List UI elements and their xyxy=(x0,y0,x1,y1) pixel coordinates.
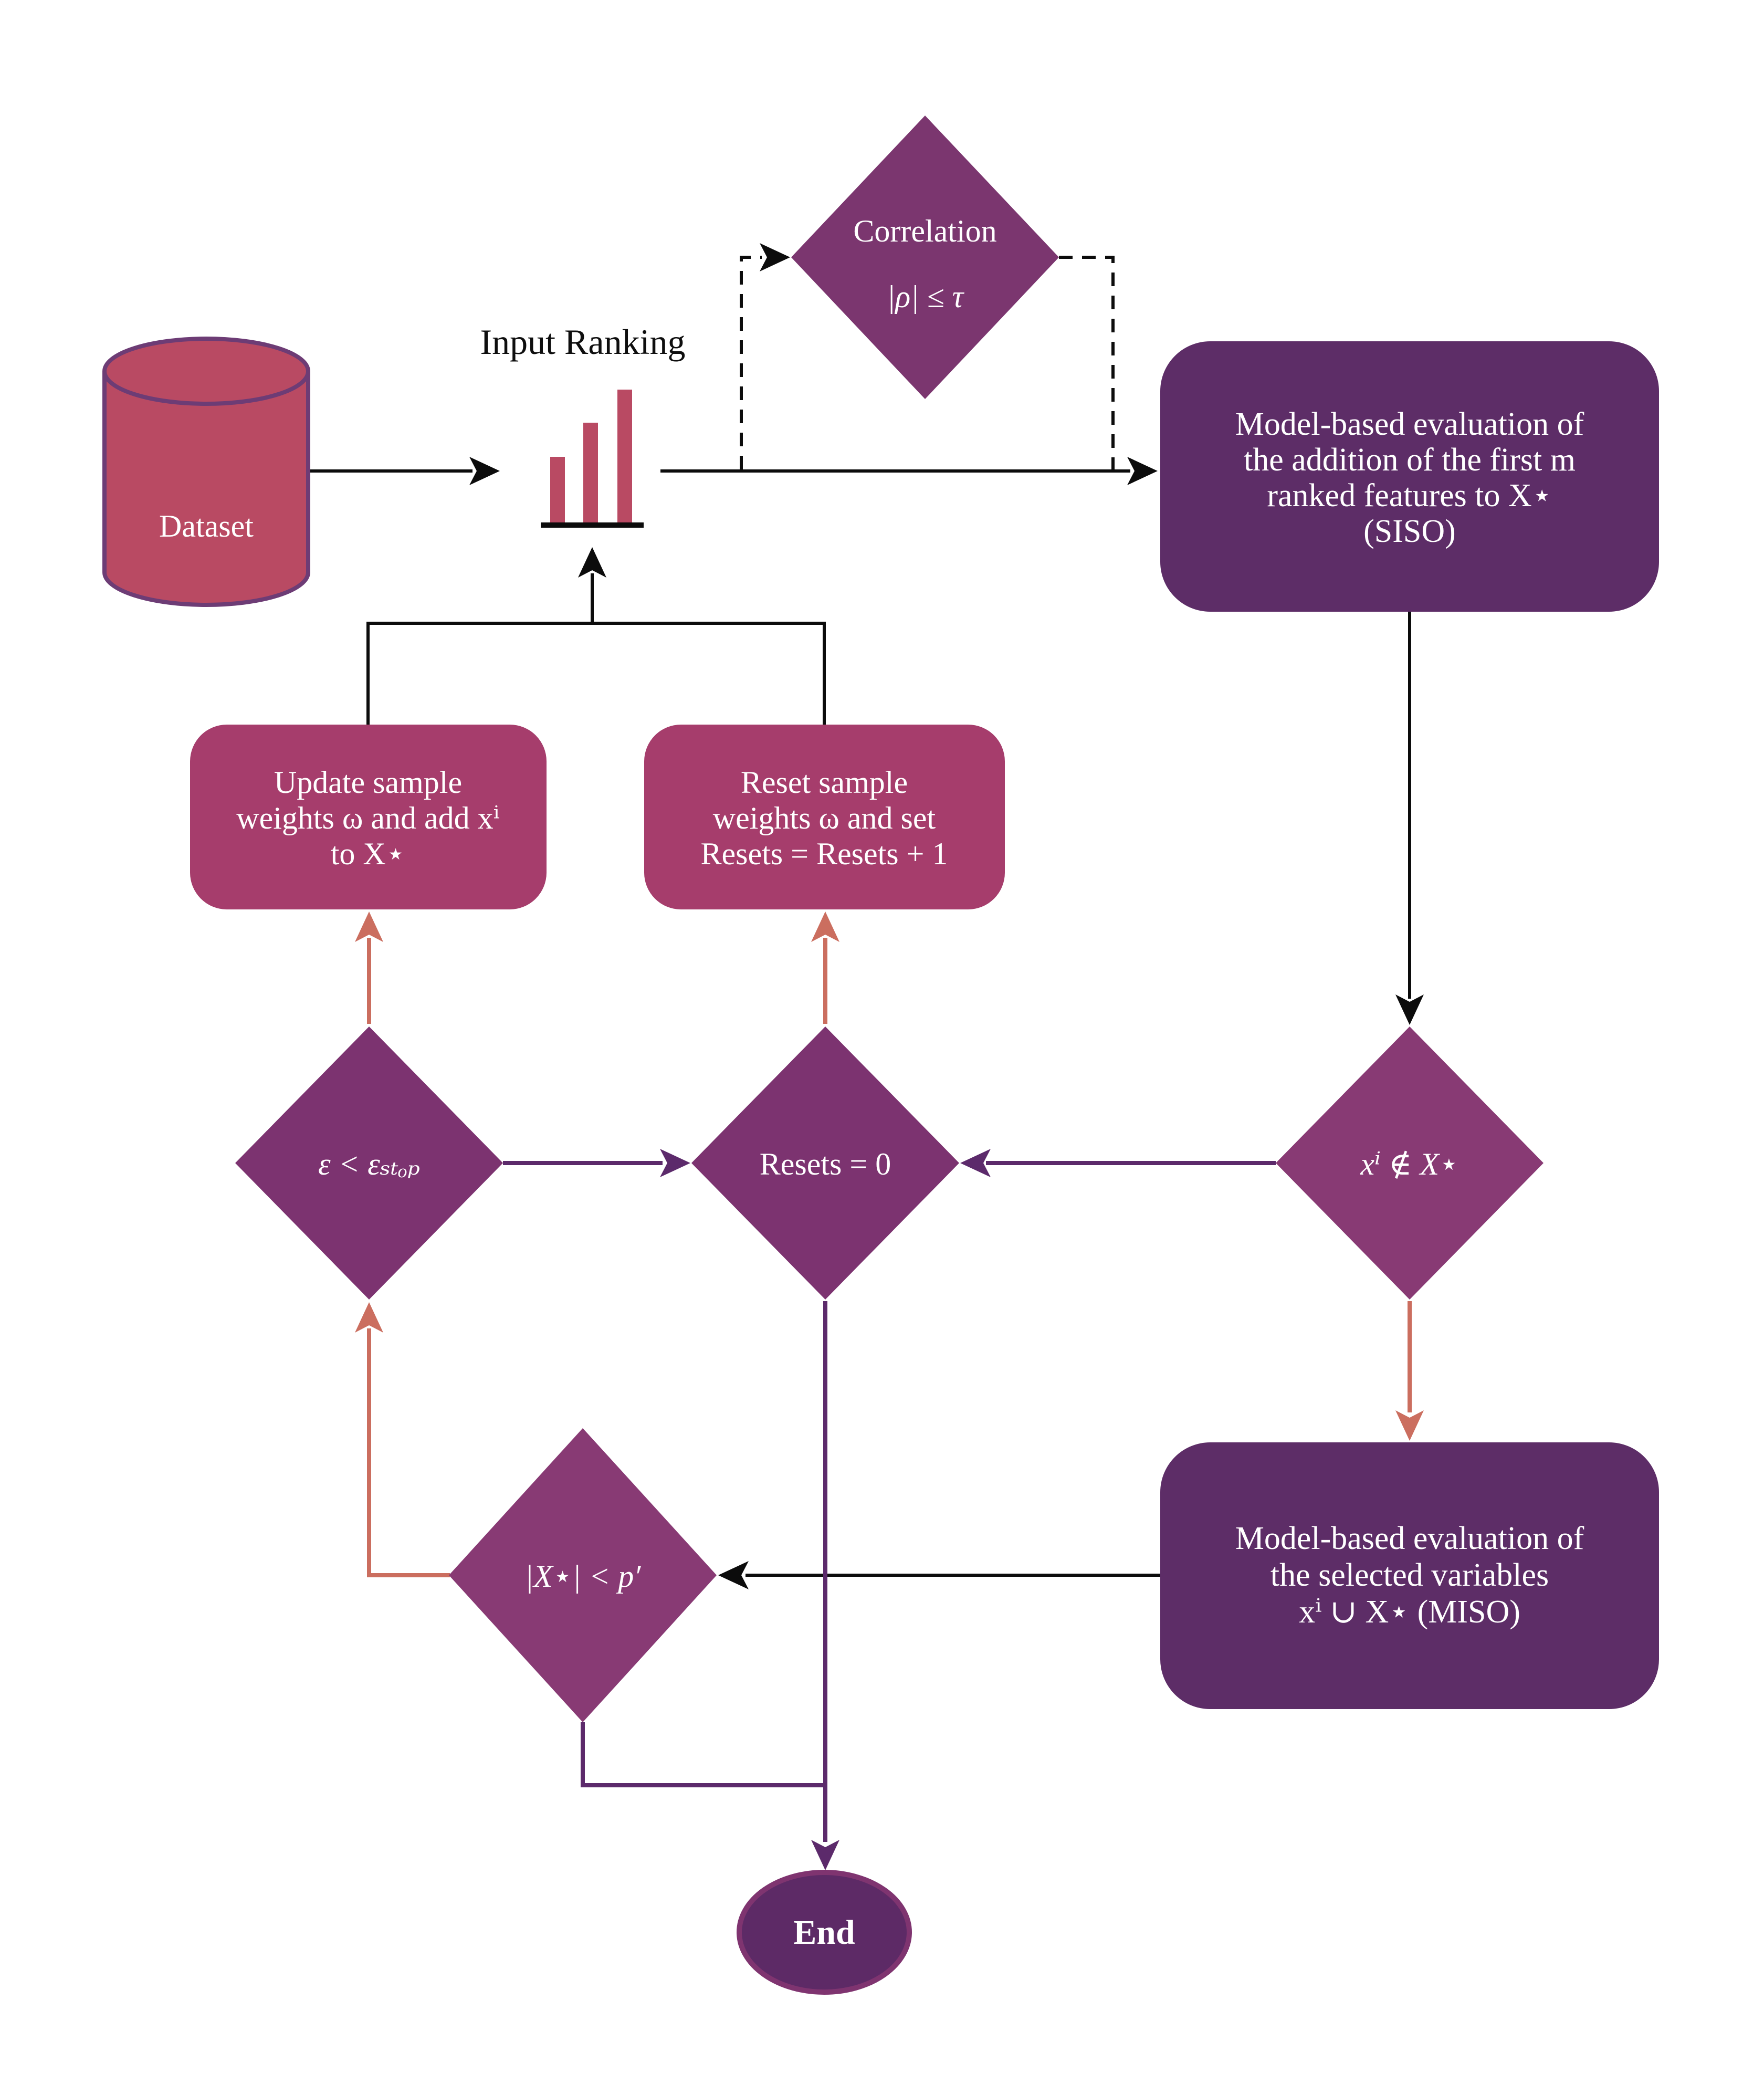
line-card-limit-to-end-elbow xyxy=(581,1722,823,1787)
bar-3 xyxy=(617,390,632,523)
resets-zero-diamond xyxy=(691,1027,959,1300)
node-correlation: Correlation |ρ| ≤ τ xyxy=(791,116,1059,399)
arrowhead-up-into-ranking xyxy=(578,547,606,578)
node-siso: Model-based evaluation of the addition o… xyxy=(1160,341,1659,612)
arrowhead-into-correlation xyxy=(760,243,790,271)
end-label: End xyxy=(793,1913,855,1952)
node-update-weights: Update sample weights ω and add xⁱ to X⋆ xyxy=(190,725,547,909)
arrowhead-into-update xyxy=(355,912,383,942)
arrowhead-into-end xyxy=(811,1840,839,1870)
node-x-not-in: xⁱ ∉ X⋆ xyxy=(1276,1027,1544,1300)
siso-line2: the addition of the first m xyxy=(1244,442,1576,478)
siso-line1: Model-based evaluation of xyxy=(1235,406,1584,442)
siso-box xyxy=(1160,341,1659,612)
reset-line1: Reset sample xyxy=(741,765,908,800)
line-card-limit-to-eps xyxy=(367,1328,450,1577)
node-resets-zero: Resets = 0 xyxy=(691,1027,959,1300)
update-line2: weights ω and add xⁱ xyxy=(236,801,499,835)
dashed-line-from-correlation xyxy=(1059,256,1115,469)
update-line1: Update sample xyxy=(274,765,462,800)
connectors-black-lines xyxy=(308,256,1411,1577)
connectors-salmon-arrowheads xyxy=(355,912,1424,1441)
connectors-black-arrowheads xyxy=(469,243,1424,1589)
arrowhead-into-resets-left xyxy=(660,1149,690,1177)
miso-box xyxy=(1160,1442,1659,1709)
bar-chart-icon xyxy=(550,390,632,523)
eps-stop-label: ε < εₛₜₒₚ xyxy=(318,1147,420,1181)
connectors-salmon-lines xyxy=(367,938,1412,1577)
connectors-purple-arrowheads xyxy=(660,1149,991,1870)
arrowhead-into-ranking xyxy=(469,457,500,485)
siso-line3: ranked features to X⋆ xyxy=(1267,478,1552,514)
arrowhead-into-x-not-in xyxy=(1395,994,1424,1025)
x-not-in-diamond xyxy=(1276,1027,1544,1300)
eps-stop-diamond xyxy=(235,1027,503,1300)
arrowhead-into-miso xyxy=(1395,1410,1424,1441)
dataset-cylinder-top xyxy=(102,337,310,406)
arrowhead-into-reset-box xyxy=(811,912,839,942)
line-boxes-to-ranking-elbow xyxy=(366,622,826,725)
reset-line2: weights ω and set xyxy=(713,801,936,835)
input-ranking-chart: Input Ranking xyxy=(480,322,686,528)
input-ranking-label: Input Ranking xyxy=(480,322,686,362)
resets-zero-label: Resets = 0 xyxy=(760,1147,891,1181)
bar-2 xyxy=(583,423,598,523)
node-miso: Model-based evaluation of the selected v… xyxy=(1160,1442,1659,1709)
update-line3: to X⋆ xyxy=(331,836,406,871)
dataset-cylinder-body xyxy=(102,371,310,607)
connectors-purple-lines xyxy=(503,1161,1276,1842)
correlation-diamond xyxy=(791,116,1059,399)
reset-line3: Resets = Resets + 1 xyxy=(701,836,948,871)
update-weights-box xyxy=(190,725,547,909)
siso-line4: (SISO) xyxy=(1363,514,1456,549)
node-dataset: Dataset xyxy=(102,337,310,607)
miso-line1: Model-based evaluation of xyxy=(1235,1521,1584,1556)
correlation-label-line2: |ρ| ≤ τ xyxy=(887,279,965,314)
miso-line2: the selected variables xyxy=(1270,1557,1549,1593)
bar-1 xyxy=(550,457,565,523)
arrowhead-into-resets-right xyxy=(960,1149,991,1177)
arrowhead-into-card-limit xyxy=(718,1561,749,1589)
miso-line3: xⁱ ∪ X⋆ (MISO) xyxy=(1299,1594,1520,1630)
arrowhead-into-eps xyxy=(355,1302,383,1333)
node-end: End xyxy=(737,1870,912,1995)
reset-weights-box xyxy=(644,725,1005,909)
card-limit-label: |X⋆| < p′ xyxy=(525,1559,642,1594)
arrowhead-into-siso xyxy=(1127,457,1158,485)
card-limit-diamond xyxy=(449,1428,717,1722)
dashed-line-to-correlation xyxy=(740,256,762,469)
node-card-limit: |X⋆| < p′ xyxy=(449,1428,717,1722)
node-eps-stop: ε < εₛₜₒₚ xyxy=(235,1027,503,1300)
end-ellipse xyxy=(737,1870,912,1995)
x-not-in-label: xⁱ ∉ X⋆ xyxy=(1360,1147,1458,1181)
correlation-label-line1: Correlation xyxy=(853,214,996,248)
dataset-label: Dataset xyxy=(159,509,254,543)
node-reset-weights: Reset sample weights ω and set Resets = … xyxy=(644,725,1005,909)
